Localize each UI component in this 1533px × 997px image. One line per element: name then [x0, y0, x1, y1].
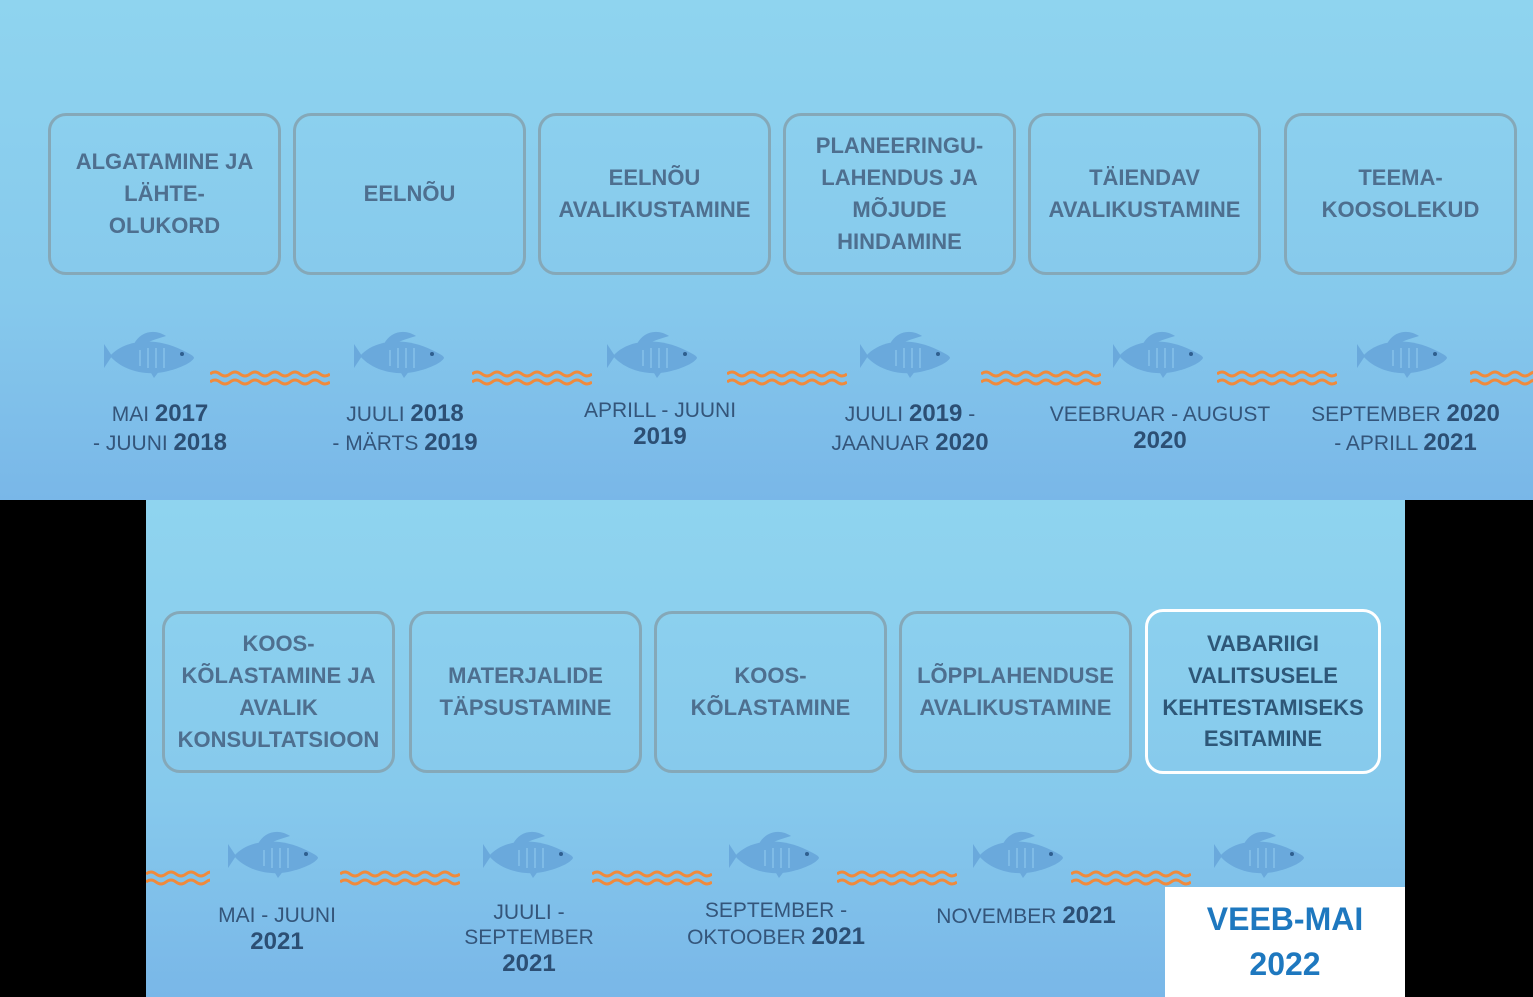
stage-box: MATERJALIDE TÄPSUSTAMINE [409, 611, 642, 773]
stage-box-final: VABARIIGI VALITSUSELE KEHTESTAMISEKS ESI… [1145, 609, 1381, 774]
stage-box: EELNÕU [293, 113, 526, 275]
fish-icon [1214, 830, 1305, 879]
wave-icon [472, 370, 592, 386]
date-label: MAI 2017 - JUUNI 2018 [93, 400, 227, 456]
fish-icon [1113, 330, 1204, 379]
wave-icon [1470, 370, 1533, 386]
fish-icon [354, 330, 445, 379]
fish-icon [104, 330, 195, 379]
wave-icon [1071, 870, 1191, 886]
fish-icon [228, 830, 319, 879]
date-label: SEPTEMBER - OKTOOBER 2021 [687, 899, 865, 951]
wave-icon [146, 870, 210, 886]
wave-icon [592, 870, 712, 886]
stage-box: PLANEERINGU- LAHENDUS JA MÕJUDE HINDAMIN… [783, 113, 1016, 275]
stage-box: ALGATAMINE JA LÄHTE- OLUKORD [48, 113, 281, 275]
date-label: SEPTEMBER 2020 - APRILL 2021 [1311, 400, 1500, 456]
stage-box: KOOS- KÕLASTAMINE [654, 611, 887, 773]
timeline-panel-bottom: KOOS- KÕLASTAMINE JA AVALIK KONSULTATSIO… [146, 500, 1405, 997]
stage-box: KOOS- KÕLASTAMINE JA AVALIK KONSULTATSIO… [162, 611, 395, 773]
date-label: APRILL - JUUNI 2019 [583, 399, 737, 451]
stage-box: EELNÕU AVALIKUSTAMINE [538, 113, 771, 275]
fish-icon [483, 830, 574, 879]
stage-box: TEEMA- KOOSOLEKUD [1284, 113, 1517, 275]
final-date-line2: 2022 [1249, 946, 1321, 982]
fish-icon [607, 330, 698, 379]
wave-icon [727, 370, 847, 386]
timeline-panel-top: ALGATAMINE JA LÄHTE- OLUKORD EELNÕU EELN… [0, 0, 1533, 500]
final-date-line1: VEEB-MAI [1206, 901, 1364, 938]
date-label: JUULI 2018 - MÄRTS 2019 [332, 400, 478, 456]
date-label: NOVEMBER 2021 [936, 902, 1116, 929]
date-label: JUULI - SEPTEMBER 2021 [464, 901, 594, 978]
wave-icon [1217, 370, 1337, 386]
date-label: MAI - JUUNI 2021 [218, 904, 336, 956]
date-label: VEEBRUAR - AUGUST 2020 [1049, 403, 1271, 455]
final-date-box: VEEB-MAI 2022 [1165, 887, 1405, 997]
fish-icon [973, 830, 1064, 879]
date-label: JUULI 2019 - JAANUAR 2020 [831, 400, 989, 456]
letterbox-right [1405, 500, 1533, 997]
fish-icon [860, 330, 951, 379]
wave-icon [340, 870, 460, 886]
fish-icon [1357, 330, 1448, 379]
stage-box: LÕPPLAHENDUSE AVALIKUSTAMINE [899, 611, 1132, 773]
wave-icon [981, 370, 1101, 386]
wave-icon [210, 370, 330, 386]
wave-icon [837, 870, 957, 886]
fish-icon [729, 830, 820, 879]
letterbox-left [0, 500, 146, 997]
stage-box: TÄIENDAV AVALIKUSTAMINE [1028, 113, 1261, 275]
